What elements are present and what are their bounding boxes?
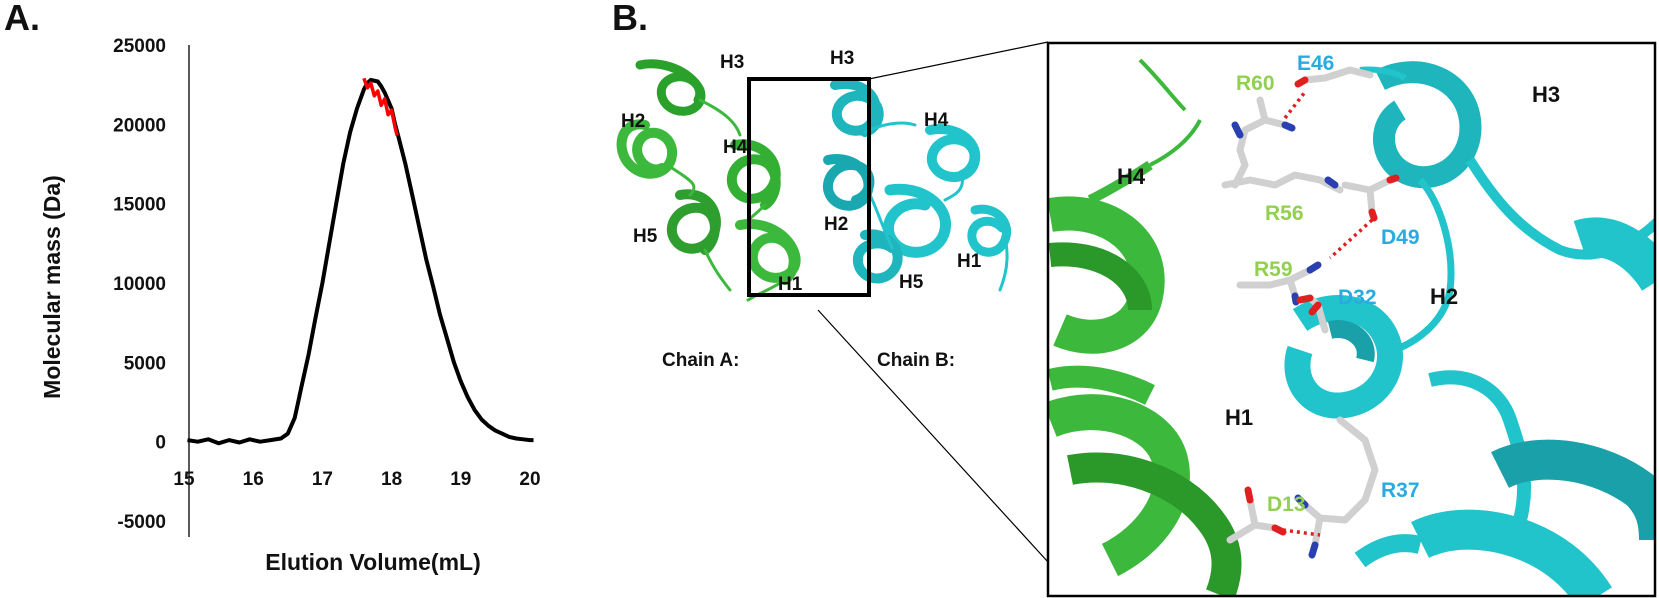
zoom-panel xyxy=(1049,44,1654,595)
helix-label: H3 xyxy=(830,48,854,69)
zoom-helix-label: H3 xyxy=(1532,82,1560,107)
x-tick-label: 17 xyxy=(312,469,333,490)
zoom-labels: H3 H4 H2 H1 R60 R56 R59 D13 E46 D49 D32 … xyxy=(1117,52,1560,516)
x-axis-title: Elution Volume(mL) xyxy=(265,549,481,575)
y-tick-label: -5000 xyxy=(117,512,166,533)
zoom-chain-a xyxy=(1049,58,1242,595)
residue-label-chain-b: R37 xyxy=(1381,479,1420,502)
helix-label: H5 xyxy=(633,226,658,247)
y-tick-label: 25000 xyxy=(113,36,166,57)
y-tick-label: 0 xyxy=(155,433,166,454)
zoom-hbonds xyxy=(1282,90,1374,537)
connector-line-top xyxy=(868,41,1049,80)
overview-helix-labels: H3 H2 H4 H5 H1 H3 H4 H2 H1 H5 xyxy=(621,48,982,295)
y-tick-labels: 25000 20000 15000 10000 5000 0 -5000 xyxy=(113,36,166,533)
chain-b-cartoon xyxy=(823,79,1012,292)
residue-label-chain-b: D32 xyxy=(1338,286,1377,309)
x-tick-label: 16 xyxy=(243,469,264,490)
helix-label: H3 xyxy=(720,52,744,73)
residue-label-chain-a: R56 xyxy=(1265,202,1304,225)
helix-label: H1 xyxy=(778,274,803,295)
chain-a-cartoon xyxy=(616,59,801,302)
x-tick-label: 18 xyxy=(381,469,402,490)
panel-b-label: B. xyxy=(612,0,648,38)
chain-b-label: Chain B: xyxy=(877,350,955,371)
zoom-helix-label: H1 xyxy=(1225,405,1253,430)
series-line-molecular-mass xyxy=(187,77,534,446)
x-tick-label: 15 xyxy=(173,469,195,490)
y-tick-label: 5000 xyxy=(124,353,166,374)
helix-label: H1 xyxy=(957,251,982,272)
residue-label-chain-a: R59 xyxy=(1254,258,1293,281)
residue-label-chain-b: D49 xyxy=(1381,226,1420,249)
y-tick-label: 15000 xyxy=(113,195,166,216)
zoom-chain-b xyxy=(1284,61,1654,595)
helix-label: H2 xyxy=(621,111,645,132)
x-tick-labels: 15 16 17 18 19 20 xyxy=(173,469,540,490)
y-tick-label: 10000 xyxy=(113,274,166,295)
traces xyxy=(187,77,534,446)
x-tick-label: 20 xyxy=(519,469,540,490)
helix-label: H5 xyxy=(899,272,924,293)
panel-a-label: A. xyxy=(4,0,40,38)
residue-label-chain-b: E46 xyxy=(1297,52,1334,75)
connector-line-bottom xyxy=(817,309,1049,563)
helix-label: H4 xyxy=(723,137,748,158)
zoom-helix-label: H2 xyxy=(1430,284,1458,309)
y-axis-title: Molecular mass (Da) xyxy=(39,175,65,399)
residue-label-chain-a: D13 xyxy=(1267,493,1306,516)
zoom-selection-box xyxy=(747,77,871,297)
chain-a-label: Chain A: xyxy=(662,350,739,371)
residue-label-chain-a: R60 xyxy=(1236,72,1275,95)
series-line-peak xyxy=(362,77,399,136)
zoom-helix-label: H4 xyxy=(1117,164,1146,189)
y-tick-label: 20000 xyxy=(113,115,166,136)
helix-label: H2 xyxy=(824,214,848,235)
helix-label: H4 xyxy=(924,110,949,131)
x-tick-label: 19 xyxy=(450,469,471,490)
zoom-sidechains xyxy=(1221,66,1400,559)
zoom-panel-border xyxy=(1046,41,1657,598)
